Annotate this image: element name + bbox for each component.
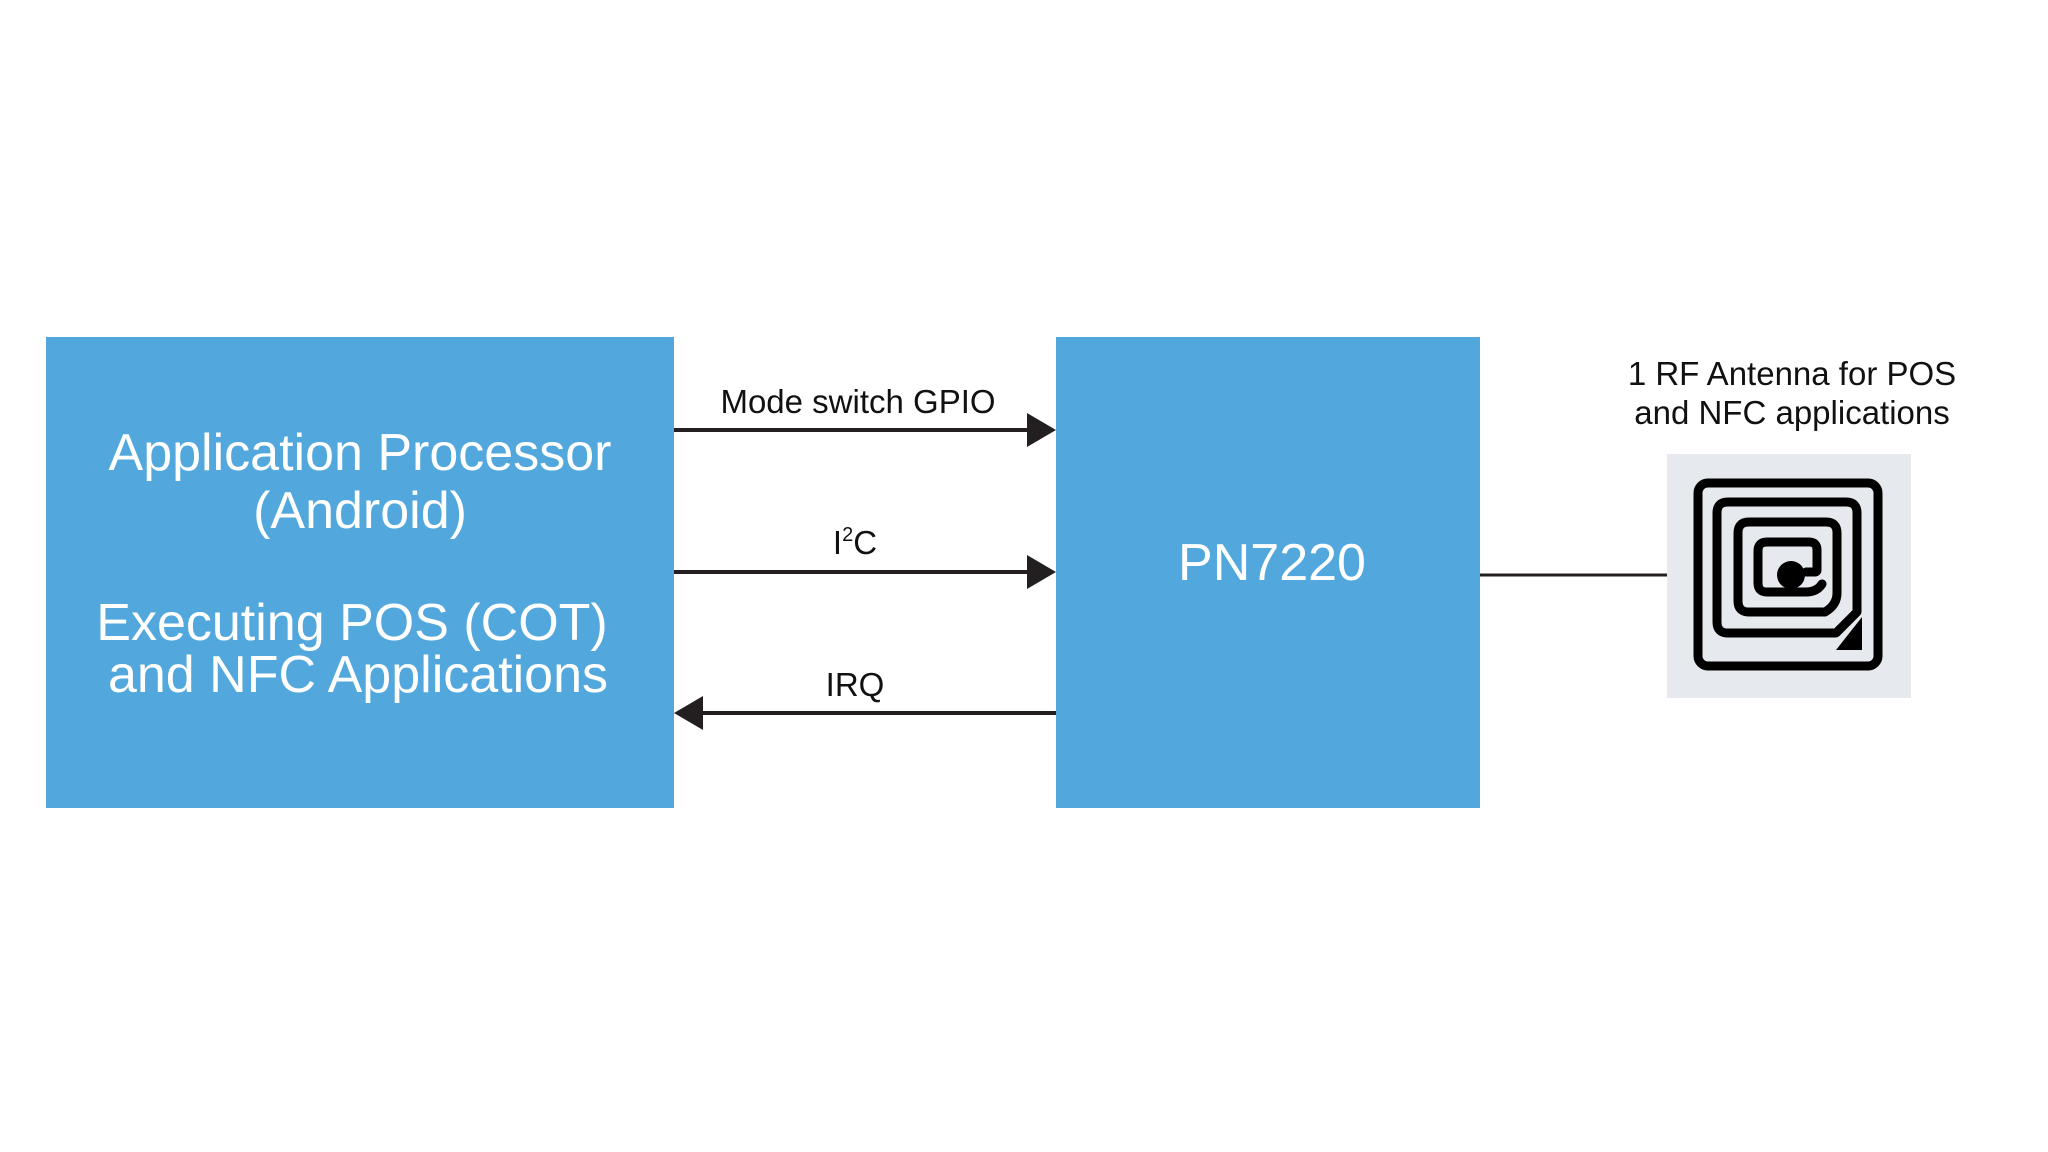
nfc-antenna-coil-icon — [1693, 478, 1883, 671]
irq-arrowhead-icon — [674, 696, 703, 730]
mode-switch-gpio-label: Mode switch GPIO — [720, 383, 995, 420]
pn7220-box — [1056, 337, 1480, 808]
application-processor-desc-line-1: Executing POS (COT) — [96, 594, 607, 652]
irq-label: IRQ — [826, 666, 885, 703]
pn7220-block: PN7220 — [1056, 337, 1480, 808]
mode-switch-gpio-arrowhead-icon — [1027, 413, 1056, 447]
i2c-label-base: I — [833, 524, 842, 561]
i2c-arrowhead-icon — [1027, 555, 1056, 589]
antenna-corner-fill-icon — [1836, 617, 1862, 650]
i2c-label: I2C — [833, 524, 877, 561]
i2c-label-tail: C — [853, 524, 877, 561]
connection-mode-switch-gpio: Mode switch GPIO — [674, 383, 1056, 447]
antenna-label-line-2: and NFC applications — [1634, 394, 1950, 431]
connection-irq: IRQ — [674, 666, 1056, 730]
antenna-group: 1 RF Antenna for POS and NFC application… — [1628, 355, 1956, 698]
i2c-label-superscript: 2 — [842, 524, 853, 546]
antenna-center-dot-icon — [1777, 561, 1805, 589]
application-processor-desc-line-2: and NFC Applications — [108, 646, 608, 704]
application-processor-title-line-2: (Android) — [253, 482, 467, 540]
pn7220-label: PN7220 — [1178, 534, 1366, 592]
application-processor-box — [46, 337, 674, 808]
antenna-label-line-1: 1 RF Antenna for POS — [1628, 355, 1956, 392]
application-processor-block: Application Processor (Android) Executin… — [46, 337, 674, 808]
connection-i2c: I2C — [674, 524, 1056, 589]
application-processor-title-line-1: Application Processor — [109, 424, 612, 482]
